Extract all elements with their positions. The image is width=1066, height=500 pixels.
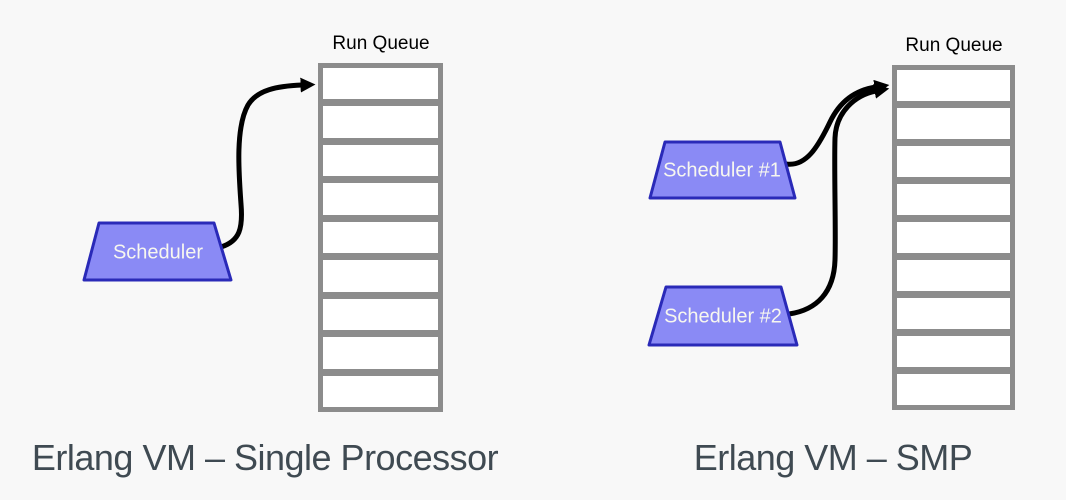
queue-cell [897, 70, 1010, 101]
run-queue-label-right: Run Queue [905, 35, 1003, 56]
queue-cell [323, 221, 438, 254]
queue-cell [897, 146, 1010, 177]
run-queue-label-left: Run Queue [332, 33, 430, 54]
scheduler-label: Scheduler [112, 241, 204, 264]
queue-cell [897, 374, 1010, 405]
caption-single-processor: Erlang VM – Single Processor [31, 437, 499, 478]
arrow-scheduler1-to-runqueue [783, 79, 890, 167]
queue-cell [897, 260, 1010, 291]
scheduler2-trapezoid [647, 285, 799, 347]
queue-cell [323, 183, 438, 215]
scheduler1-label: Scheduler #1 [663, 159, 781, 182]
queue-cell [323, 106, 438, 138]
queue-cell [323, 298, 438, 331]
queue-cell [897, 108, 1010, 139]
arrow-scheduler2-to-runqueue [786, 83, 890, 317]
queue-cell [897, 184, 1010, 215]
queue-cell [323, 68, 438, 100]
queue-cell [323, 260, 438, 292]
queue-cell [323, 337, 438, 369]
queue-cell [897, 222, 1010, 253]
arrow-scheduler-to-runqueue [218, 77, 316, 250]
queue-cell [323, 144, 438, 177]
queue-cell [897, 298, 1010, 329]
queue-cell [323, 375, 438, 407]
run-queue-right [892, 65, 1015, 410]
scheduler2-label: Scheduler #2 [664, 305, 782, 328]
caption-smp: Erlang VM – SMP [693, 437, 973, 478]
queue-cell [897, 336, 1010, 367]
run-queue-left [318, 63, 443, 412]
scheduler1-trapezoid [648, 140, 797, 200]
scheduler-trapezoid [82, 221, 233, 282]
